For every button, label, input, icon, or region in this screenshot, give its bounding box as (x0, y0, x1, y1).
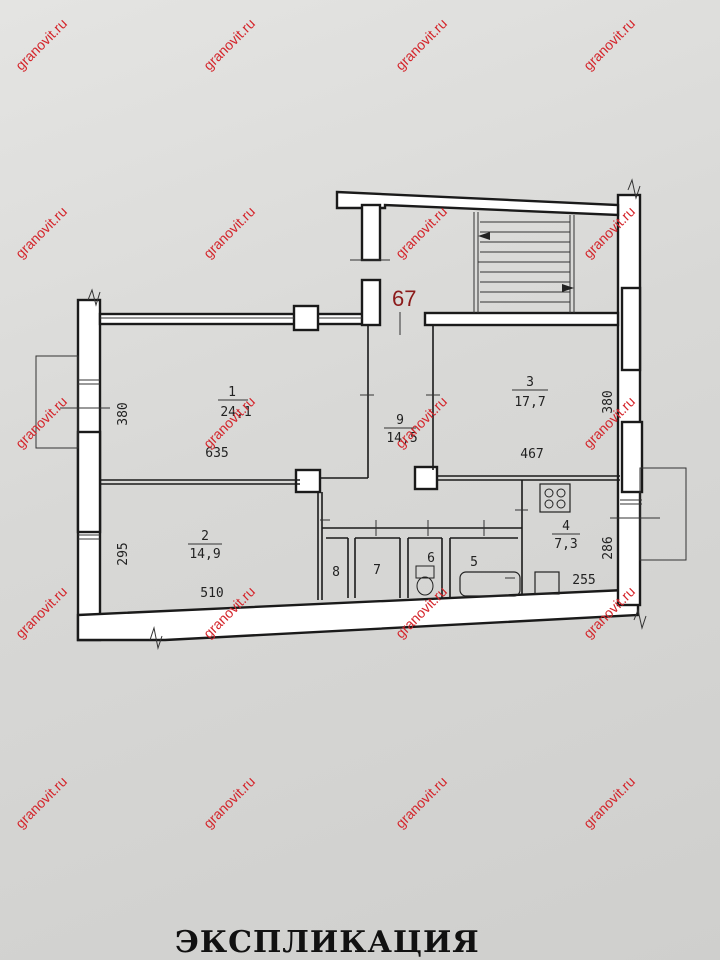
stair-left-wall (360, 203, 382, 262)
room9-number: 9 (396, 413, 404, 428)
column-top (292, 304, 320, 332)
staircase (473, 212, 575, 313)
bottom-wall (76, 588, 640, 642)
room3-area: 17,7 (514, 395, 545, 410)
stair-bottom-wall (423, 311, 620, 327)
dim-room4-width: 255 (572, 573, 595, 588)
dim-room2-width: 510 (200, 586, 223, 601)
dim-room1-height: 380 (116, 402, 131, 425)
room2-area: 14,9 (189, 547, 220, 562)
right-wall-pier (620, 286, 642, 372)
room7-number: 7 (373, 563, 381, 578)
room1-area: 24,1 (220, 405, 251, 420)
dim-room3-height: 380 (601, 390, 616, 413)
sink-icon (534, 571, 560, 595)
room2-number: 2 (201, 529, 209, 544)
left-window-bottom (78, 534, 100, 540)
room9-area: 14,5 (386, 431, 417, 446)
dim-room4-height: 286 (601, 536, 616, 559)
room8-number: 8 (332, 565, 340, 580)
stair-left-wall-lower (360, 278, 382, 327)
stove-icon (539, 483, 571, 513)
room6-number: 6 (427, 551, 435, 566)
left-wall-pier (76, 430, 102, 534)
explication-heading: ЭКСПЛИКАЦИЯ (175, 925, 480, 960)
left-window-top (35, 355, 110, 449)
column-right (413, 465, 439, 491)
stamp-number: 67 (392, 286, 416, 311)
room5-number: 5 (470, 555, 478, 570)
right-wall-pier-2 (620, 420, 644, 494)
dim-room2-height: 295 (116, 542, 131, 565)
dim-room1-width: 635 (205, 446, 228, 461)
stair-top-wall (335, 190, 620, 217)
room4-number: 4 (562, 519, 570, 534)
right-window (610, 467, 687, 561)
top-wall-room1 (98, 312, 367, 326)
column-mid (294, 468, 322, 494)
room3-number: 3 (526, 375, 534, 390)
bathtub-icon (459, 571, 521, 597)
room1-number: 1 (228, 385, 236, 400)
room4-area: 7,3 (554, 537, 577, 552)
toilet-icon (415, 565, 435, 596)
dim-room3-width: 467 (520, 447, 543, 462)
